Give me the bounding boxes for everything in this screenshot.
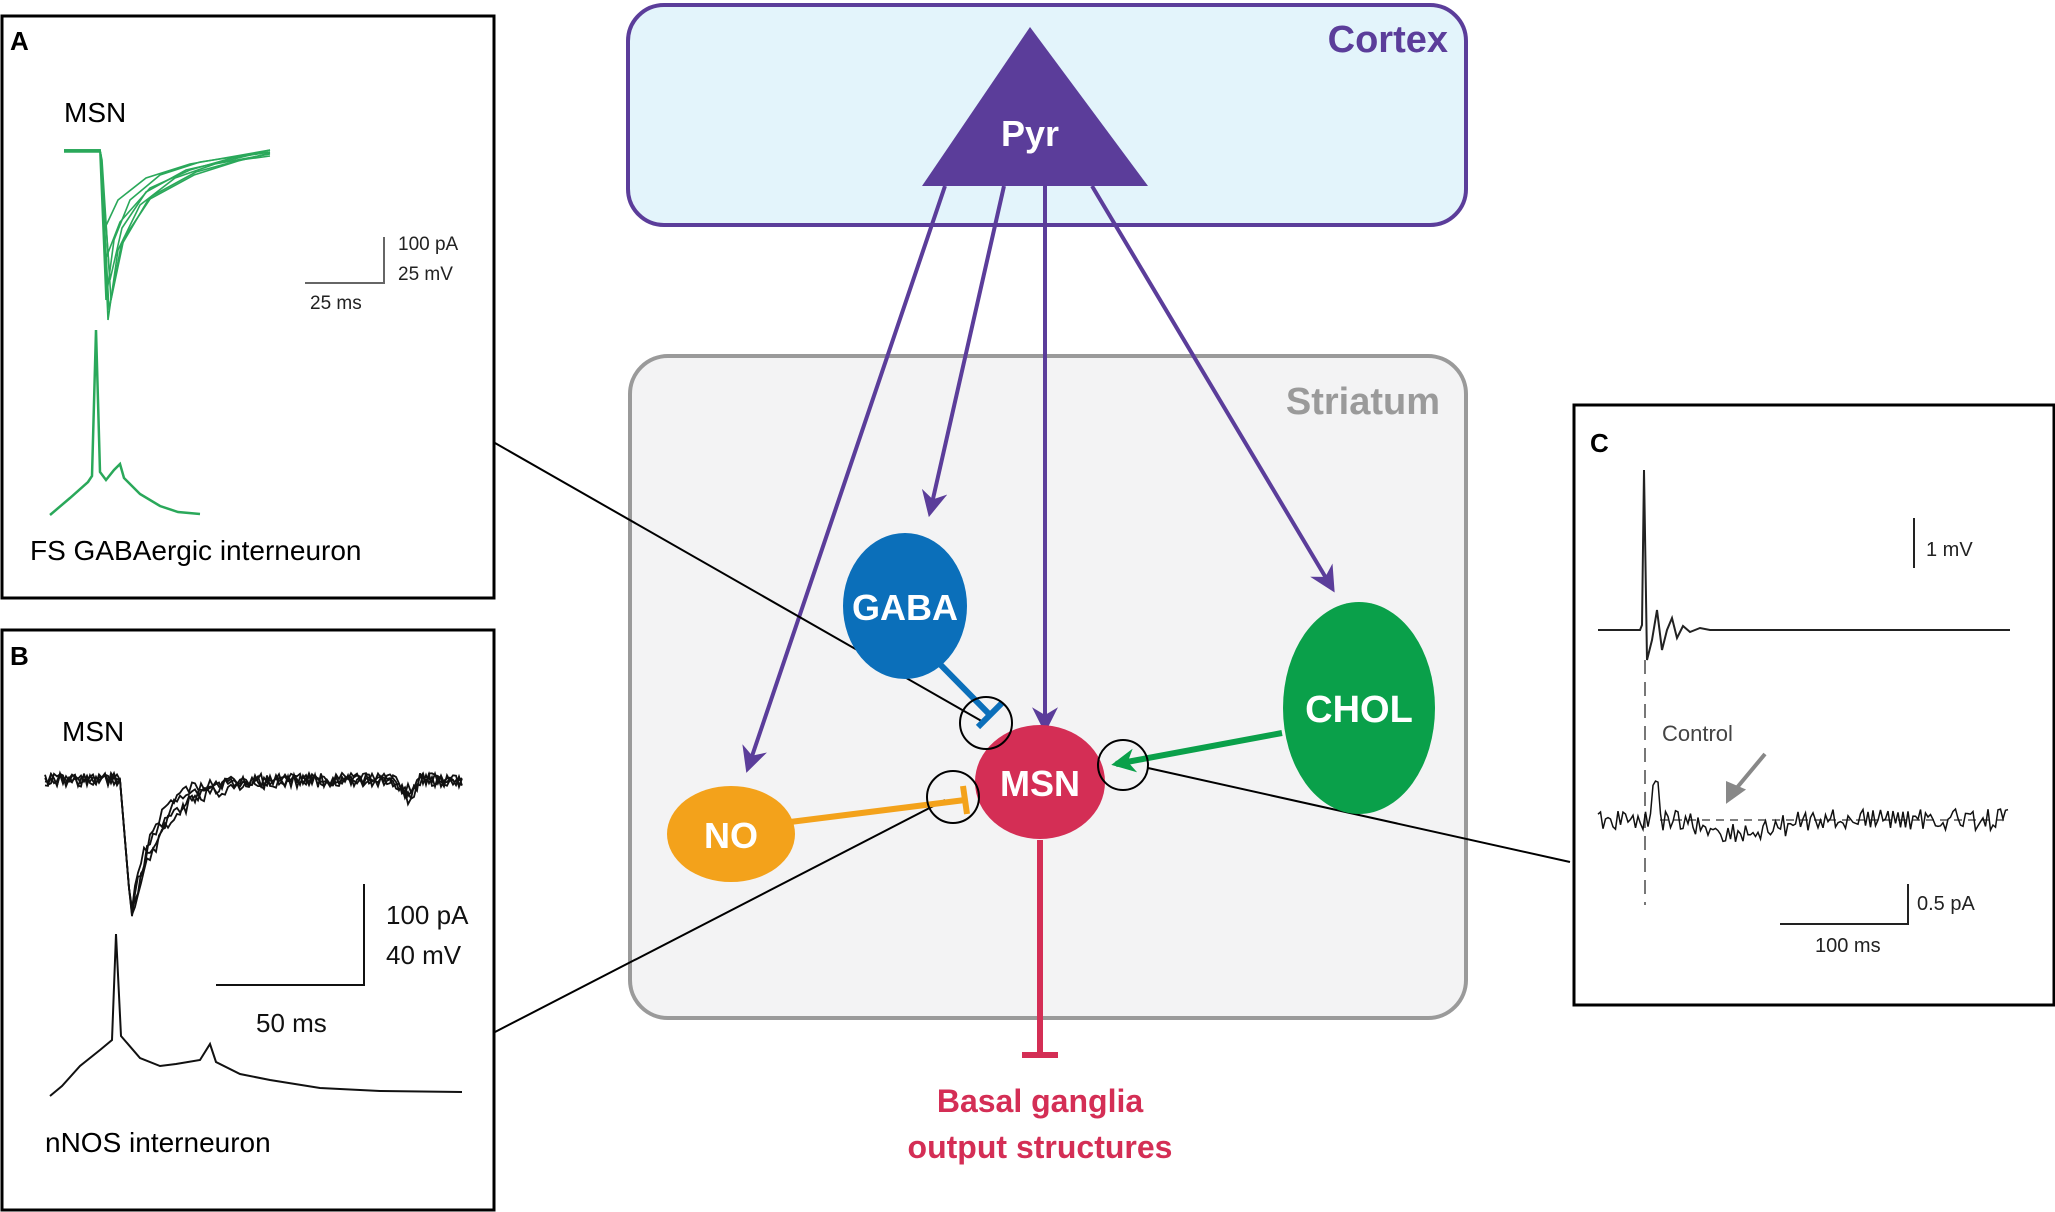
striatum-box — [628, 354, 1468, 1020]
panel-a-scale-bar — [305, 237, 385, 284]
synapse-circle-no — [926, 770, 980, 824]
panel-a-scale-ms: 25 ms — [310, 293, 362, 314]
panel-b-caption: nNOS interneuron — [45, 1127, 271, 1158]
basal-ganglia-output: Basal ganglia output structures — [908, 1083, 1173, 1165]
msn-label: MSN — [1000, 763, 1080, 804]
panel-b-scale-mv: 40 mV — [386, 940, 462, 970]
striatum-label: Striatum — [1286, 381, 1440, 423]
panel-b-letter: B — [10, 641, 29, 671]
chol-neuron: CHOL — [1283, 602, 1435, 814]
panel-b-frame — [0, 628, 496, 1212]
panel-c: C 1 mV Control 0.5 pA 100 ms — [1572, 403, 2055, 1007]
gaba-neuron: GABA — [843, 533, 967, 679]
no-ellipse — [667, 786, 795, 882]
chol-label: CHOL — [1305, 689, 1413, 731]
panel-b-scale-ms: 50 ms — [256, 1008, 327, 1038]
pyr-to-gaba-arrow — [921, 185, 1006, 518]
leader-line-c — [1147, 767, 1571, 863]
panel-b-spike-trace — [49, 933, 463, 1097]
striatum-region: Striatum — [628, 354, 1468, 1020]
synapse-circles — [926, 696, 1149, 824]
panel-b-msn-trace — [44, 770, 463, 916]
synapse-circle-gaba — [959, 696, 1013, 750]
panel-a-caption: FS GABAergic interneuron — [30, 535, 362, 566]
panel-a-scale-pa: 100 pA — [398, 234, 459, 255]
pyr-to-no-arrow — [742, 185, 947, 773]
panel-c-frame — [1572, 403, 2055, 1007]
pyr-triangle — [922, 27, 1148, 186]
panel-c-noisy-trace — [1597, 780, 2009, 843]
pyramidal-neuron: Pyr — [922, 27, 1148, 186]
panel-a-frame — [0, 14, 496, 600]
panel-a-msn-label: MSN — [64, 97, 126, 128]
msn-ellipse — [975, 725, 1105, 839]
panel-b-msn-traces — [44, 770, 463, 917]
cortex-label: Cortex — [1328, 19, 1448, 61]
panel-b: B MSN 100 pA 40 mV 50 ms nNOS interneuro… — [0, 628, 496, 1212]
no-neuron: NO — [667, 786, 795, 882]
msn-neuron: MSN — [975, 725, 1105, 839]
panel-c-field-trace — [1598, 469, 2010, 661]
panel-a-spike-trace — [49, 329, 201, 516]
leader-line-b — [494, 799, 946, 1033]
chol-ellipse — [1283, 602, 1435, 814]
pyr-label: Pyr — [1001, 113, 1059, 154]
output-label-line1: Basal ganglia — [937, 1083, 1144, 1119]
gaba-label: GABA — [852, 587, 958, 628]
no-label: NO — [704, 815, 758, 856]
panel-c-letter: C — [1590, 428, 1609, 458]
panel-b-msn-label: MSN — [62, 716, 124, 747]
panel-c-scale-bar-pa — [1780, 884, 1909, 925]
panel-a-letter: A — [10, 26, 29, 56]
panel-c-scale-pa: 0.5 pA — [1917, 893, 1975, 915]
gaba-inhibition-bar — [975, 700, 1005, 730]
panel-c-control-label: Control — [1662, 721, 1733, 746]
panel-c-control-arrow — [1726, 752, 1767, 804]
cortical-projections — [742, 184, 1335, 773]
synapse-circle-chol — [1097, 739, 1149, 791]
chol-to-msn-arrow — [1111, 730, 1283, 773]
output-label-line2: output structures — [908, 1129, 1173, 1165]
panel-a: A MSN 100 pA 25 mV 25 ms FS GABAergic in… — [0, 14, 496, 600]
panel-a-msn-traces — [64, 149, 271, 321]
no-to-msn-inhibition — [789, 797, 966, 825]
panel-a-scale-mv: 25 mV — [398, 264, 453, 285]
panel-c-scale-ms: 100 ms — [1815, 935, 1881, 957]
panel-c-control-trace — [1597, 780, 2009, 843]
gaba-ellipse — [843, 533, 967, 679]
pyr-to-chol-arrow — [1090, 184, 1335, 593]
panel-c-scale-mv: 1 mV — [1926, 539, 1973, 561]
panel-b-scale-bar — [216, 884, 365, 986]
no-inhibition-bar — [960, 785, 970, 815]
panel-b-scale-pa: 100 pA — [386, 900, 469, 930]
